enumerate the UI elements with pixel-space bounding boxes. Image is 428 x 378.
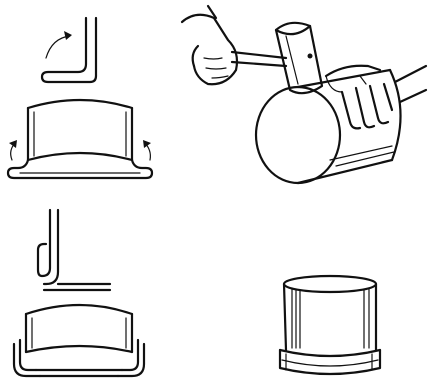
flange-arrow-right — [143, 140, 151, 160]
left-hand — [182, 6, 237, 84]
locked-body — [14, 305, 144, 376]
panel-d — [280, 276, 380, 374]
fold-profile-top — [42, 18, 96, 82]
cylinder — [256, 66, 426, 183]
mallet — [232, 23, 322, 93]
panel-b — [182, 6, 426, 183]
panel-c — [14, 210, 144, 376]
flanged-body — [8, 100, 152, 178]
panel-a — [8, 18, 152, 178]
finished-cylinder — [280, 276, 380, 374]
fold-profile-bottom — [38, 210, 110, 290]
bend-arrow — [46, 31, 72, 58]
flange-arrow-left — [9, 140, 17, 160]
